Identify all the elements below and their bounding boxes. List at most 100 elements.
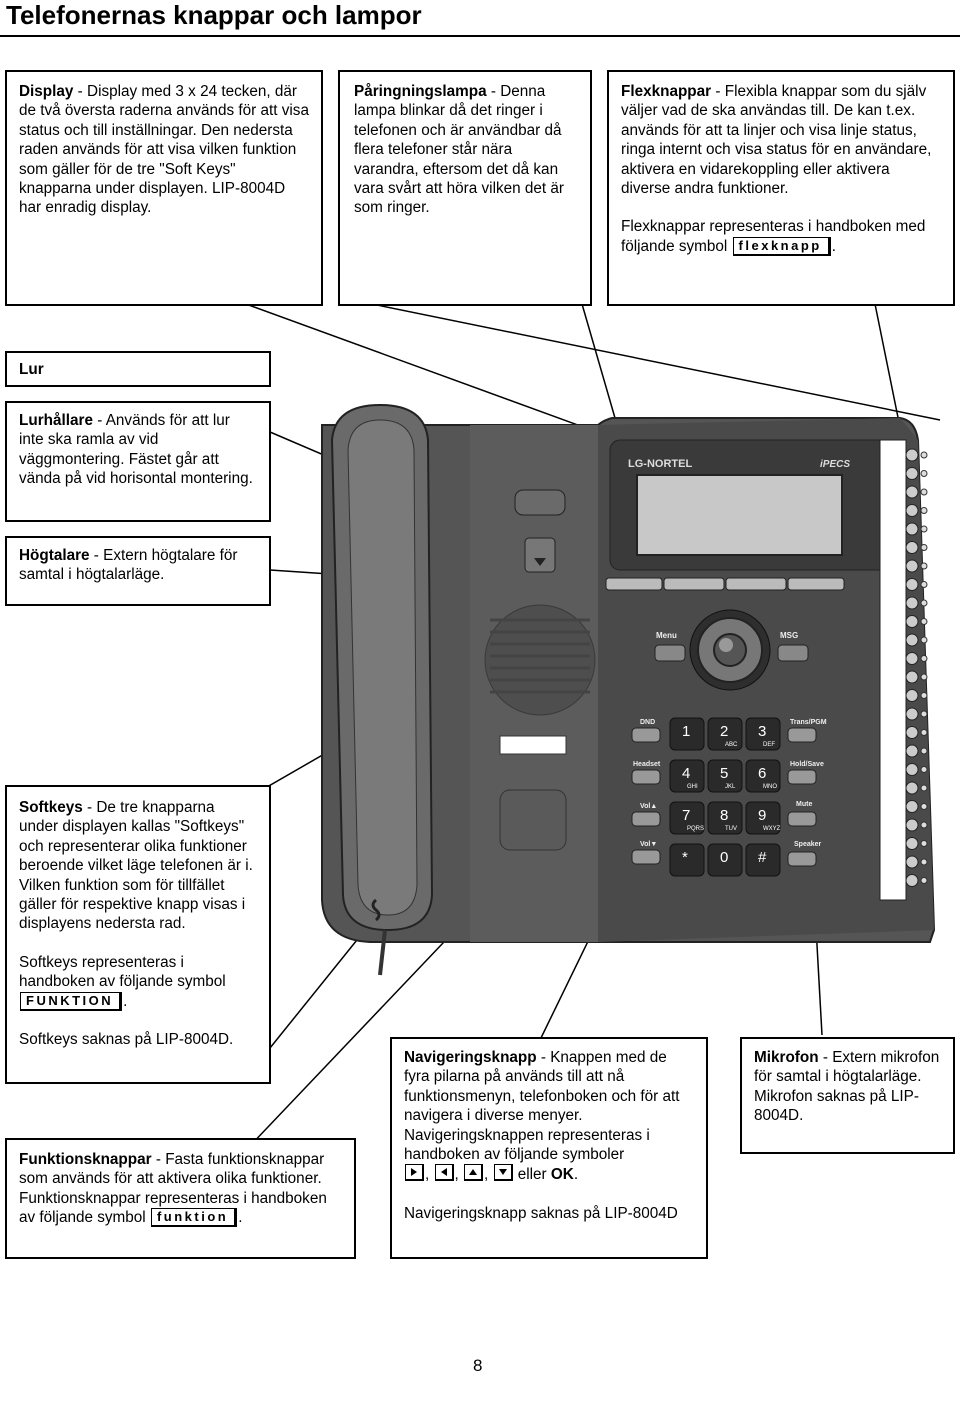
softkeys-box: Softkeys - De tre knapparna under displa… [5,785,271,1084]
navigering-box: Navigeringsknapp - Knappen med de fyra p… [390,1037,708,1259]
keypad-digit: * [682,849,688,866]
softkeys-heading: Softkeys [19,799,83,816]
keypad-key [669,759,705,793]
keypad-key [745,801,781,835]
brand-logo: LG-NORTEL [628,458,692,470]
softkeys-end: . [123,992,128,1010]
keypad-digit: 2 [720,723,728,740]
arrow-right-icon [405,1164,424,1182]
flex-button [905,874,919,887]
flex-button [905,726,919,739]
flex-led [920,692,928,699]
flex-button [905,504,919,517]
flex-led [920,451,928,459]
flex-led [920,821,928,829]
keypad-digit: 0 [720,849,728,866]
navigering-text2: Navigeringsknapp saknas på LIP-8004D [404,1204,678,1222]
trans-label: Trans/PGM [790,719,827,726]
flex-led [920,544,928,551]
flex-button [905,578,919,591]
navigering-heading: Navigeringsknapp [404,1049,537,1066]
keypad-digit: 3 [758,723,766,740]
headset-label: Headset [633,761,661,768]
flex-led [920,840,928,847]
keypad-letters: ABC [725,742,738,748]
flex-box: Flexknappar - Flexibla knappar som du sj… [607,70,955,306]
flex-led [920,710,928,718]
menu-label: Menu [656,631,677,640]
flex-button [905,800,919,813]
sep1: , [425,1166,430,1184]
flex-led [920,562,928,570]
page-number: 8 [473,1356,483,1375]
keypad-letters: WXYZ [763,826,781,832]
softkeys-text2: Softkeys representeras i handboken av fö… [19,953,226,991]
mikrofon-heading: Mikrofon [754,1049,819,1066]
flex-button [905,596,919,610]
keypad-key [707,717,743,751]
speaker-label: Speaker [794,841,822,848]
keypad-digit: 8 [720,807,728,824]
keypad-digit: # [758,849,767,866]
lur-box: Lur [5,351,271,387]
arrow-down-icon [493,1164,513,1182]
keypad-digit: 6 [758,765,766,782]
sep2: , [454,1166,459,1184]
flex-led [920,784,928,792]
hogtalare-heading: Högtalare [19,547,90,564]
funktion-end: . [238,1209,243,1227]
flex-button [905,541,919,554]
paringning-heading: Påringningslampa [354,83,487,100]
softkeys-text: - De tre knapparna under displayen kalla… [19,799,253,933]
flex-button [905,855,919,869]
keypad-digit: 7 [682,807,690,824]
ok-text: OK [550,1166,574,1184]
sep3: , [484,1166,489,1184]
flex-button [905,633,919,647]
flex-button [905,559,919,573]
flex-buttons [905,448,928,887]
hogtalare-text: - Extern högtalare för samtal i högtalar… [19,547,238,584]
funktion-box: Funktionsknappar - Fasta funktionsknappa… [5,1138,356,1259]
keypad-digit: 9 [758,807,766,824]
funktion-text: - Fasta funktionsknappar som används för… [19,1151,327,1227]
flex-button [905,781,919,795]
flex-button [905,522,919,536]
navigering-end: . [573,1166,579,1184]
keypad-key [669,843,705,877]
msg-label: MSG [780,631,798,640]
softkeys-text3: Softkeys saknas på LIP-8004D. [19,1031,234,1049]
flex-led [920,599,928,607]
flex-end: . [831,237,836,255]
flex-led [920,636,928,644]
vol-up-label: Vol▲ [640,803,657,810]
flex-led [920,877,928,884]
keypad-key [669,801,705,835]
lur-heading: Lur [19,361,44,378]
flex-led [920,673,928,681]
funktion-symbol: funktion [150,1208,238,1228]
keypad-key [707,801,743,835]
vol-down-label: Vol▼ [640,841,657,848]
funktion-upper-symbol: FUNKTION [20,991,123,1011]
keypad-letters: JKL [725,784,736,790]
flex-button [905,837,919,850]
flex-led [920,803,928,810]
arrow-left-icon [434,1164,454,1182]
flex-button [905,689,919,702]
flex-button [905,652,919,665]
dnd-label: DND [640,719,655,726]
hogtalare-box: Högtalare - Extern högtalare för samtal … [5,536,271,606]
flex-button [905,615,919,628]
funktion-heading: Funktionsknappar [19,1151,152,1168]
flex-led [920,747,928,755]
arrow-up-icon [464,1164,483,1182]
eller-text: eller [513,1166,551,1184]
mikrofon-text: - Extern mikrofon för samtal i högtalarl… [754,1049,940,1125]
keypad-key [745,759,781,793]
flex-led [920,488,928,496]
keypad-key [669,717,705,751]
flex-led [920,581,928,588]
